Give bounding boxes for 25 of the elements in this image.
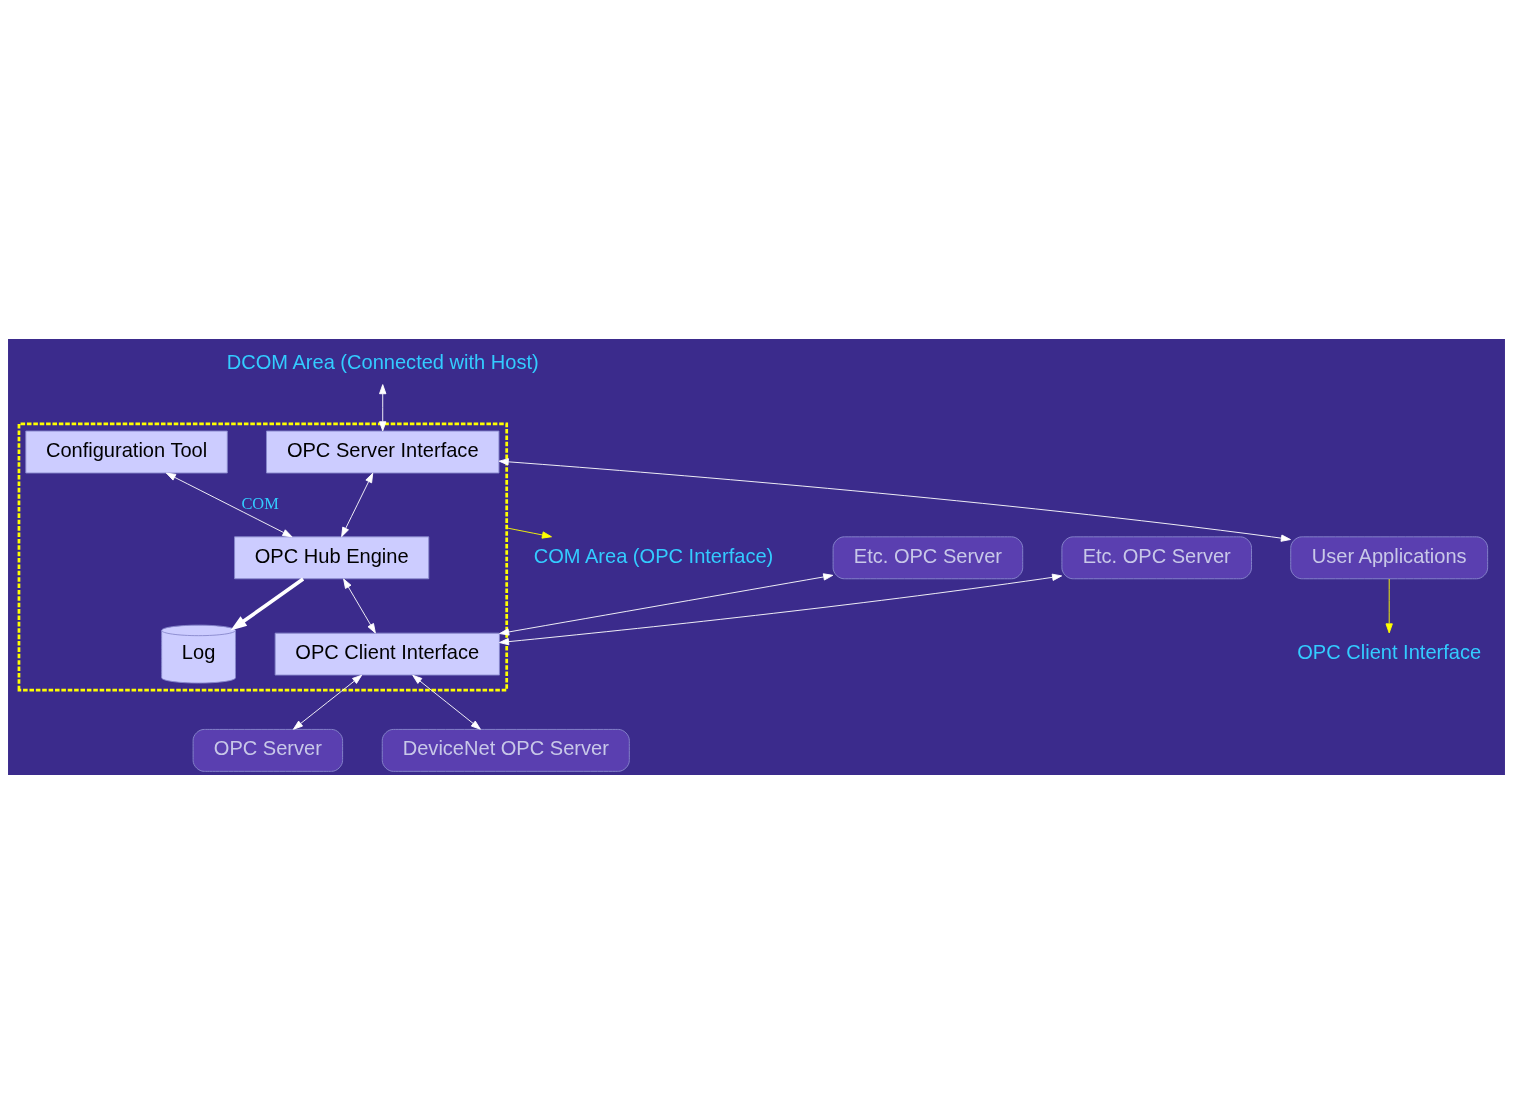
node-box: OPC Client Interface	[274, 632, 500, 676]
node-text: DCOM Area (Connected with Host)	[226, 350, 539, 373]
arrow	[292, 674, 363, 730]
node-box: Configuration Tool	[25, 430, 228, 474]
node-box: OPC Hub Engine	[234, 536, 430, 580]
node-box: OPC Server	[192, 728, 344, 772]
node-box: User Applications	[1290, 536, 1489, 580]
arrow	[499, 573, 1063, 646]
node-box: DeviceNet OPC Server	[381, 728, 630, 772]
edge-label: COM	[241, 493, 279, 513]
node-text: COM Area (OPC Interface)	[533, 544, 774, 567]
arrow	[343, 578, 376, 634]
arrow	[230, 577, 305, 631]
arrow	[341, 472, 374, 538]
node-box: Etc. OPC Server	[832, 536, 1024, 580]
arrow	[499, 573, 834, 636]
arrow	[498, 458, 1291, 542]
arrow	[1385, 578, 1393, 634]
arrow	[506, 527, 552, 539]
arrow	[412, 674, 481, 730]
node-box: OPC Server Interface	[266, 430, 500, 474]
node-text: OPC Client Interface	[1297, 641, 1482, 664]
node-box: Etc. OPC Server	[1061, 536, 1252, 580]
arrow	[379, 384, 387, 432]
arrow	[165, 472, 293, 538]
